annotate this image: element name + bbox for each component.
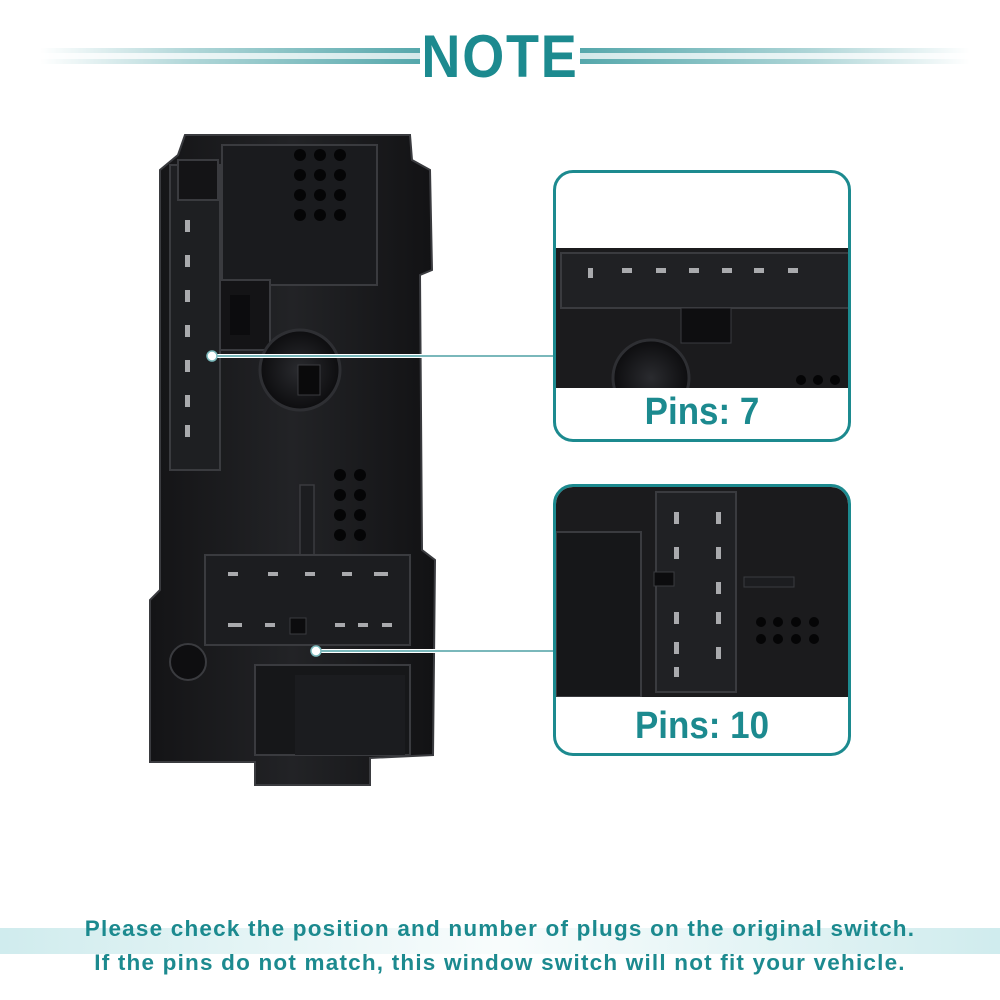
callout-pins-7: Pins: 7 [553,170,851,442]
connector-7-closeup [556,248,848,388]
callout-label-7: Pins: 7 [644,391,760,433]
connector-10-closeup [556,487,848,697]
footer-band [0,928,1000,954]
callout-pins-10: Pins: 10 [553,484,851,756]
header-divider-right [580,48,970,64]
footer-note-line-2: If the pins do not match, this window sw… [94,950,906,975]
callout-label-10: Pins: 10 [634,705,770,747]
footer-note-line-1: Please check the position and number of … [84,916,916,941]
leader-dot-10 [310,645,322,657]
leader-dot-7 [206,350,218,362]
window-switch-image [149,134,437,786]
header-divider-left [40,48,420,64]
header-title: NOTE [421,23,579,90]
